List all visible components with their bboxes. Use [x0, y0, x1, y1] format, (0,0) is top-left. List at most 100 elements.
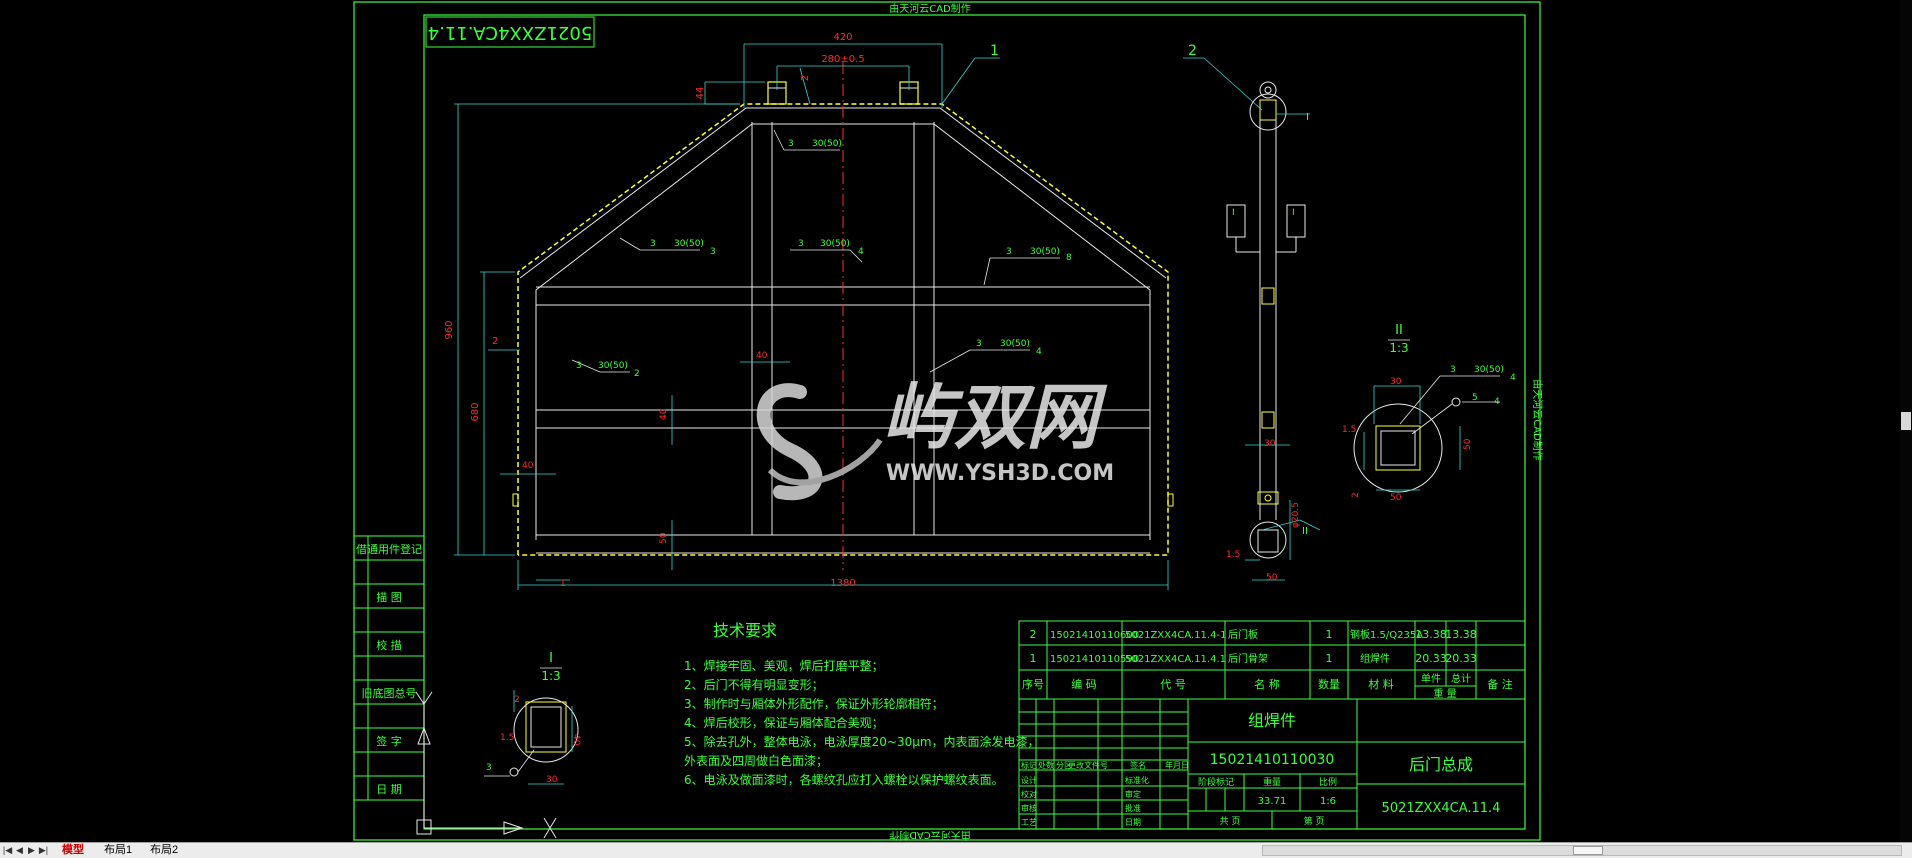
title-drawing-no: 5021ZXX4CA.11.4 — [1382, 801, 1501, 816]
svg-text:4、焊后校形，保证与厢体配合美观；: 4、焊后校形，保证与厢体配合美观； — [684, 715, 884, 730]
svg-text:280±0.5: 280±0.5 — [821, 54, 864, 65]
svg-text:15021410110590: 15021410110590 — [1050, 654, 1139, 665]
svg-text:20.33: 20.33 — [1415, 652, 1447, 665]
drawing-code-box — [425, 16, 595, 48]
svg-text:1: 1 — [560, 579, 566, 589]
svg-text:组焊件: 组焊件 — [1360, 652, 1390, 665]
svg-text:3: 3 — [1006, 247, 1012, 257]
svg-text:40: 40 — [756, 351, 768, 361]
svg-text:3、制作时与厢体外形配作，保证外形轮廓相符；: 3、制作时与厢体外形配作，保证外形轮廓相符； — [684, 696, 944, 711]
horizontal-scrollbar[interactable] — [1262, 845, 1902, 856]
side-tag-c: I — [1232, 208, 1235, 218]
svg-text:13.38: 13.38 — [1415, 628, 1447, 641]
svg-text:1380: 1380 — [830, 578, 855, 589]
title-block — [1018, 698, 1526, 830]
svg-text:1.5: 1.5 — [500, 733, 514, 743]
svg-text:描 图: 描 图 — [376, 590, 402, 604]
svg-text:15021410110600: 15021410110600 — [1050, 630, 1139, 641]
svg-text:比例: 比例 — [1319, 776, 1337, 788]
svg-text:30(50): 30(50) — [674, 239, 704, 249]
svg-text:13.38: 13.38 — [1445, 628, 1477, 641]
tab-layout2[interactable]: 布局2 — [150, 844, 179, 856]
front-view — [512, 62, 1174, 570]
svg-text:4: 4 — [1510, 373, 1516, 383]
svg-text:1、焊接牢固、美观，焊后打磨平整；: 1、焊接牢固、美观，焊后打磨平整； — [684, 658, 884, 673]
svg-text:代 号: 代 号 — [1160, 678, 1186, 691]
svg-text:44: 44 — [695, 87, 706, 100]
section-I — [484, 667, 579, 785]
svg-text:30(50): 30(50) — [1000, 339, 1030, 349]
svg-text:30(50): 30(50) — [598, 361, 628, 371]
svg-text:校对: 校对 — [1021, 789, 1037, 799]
horizontal-scroll-thumb[interactable] — [1573, 846, 1603, 855]
side-tag-b: II — [1302, 526, 1308, 537]
svg-text:材 料: 材 料 — [1368, 677, 1394, 691]
side-view — [1183, 57, 1321, 581]
svg-text:批准: 批准 — [1125, 803, 1141, 813]
next-tab-icon[interactable]: ▶ — [28, 845, 35, 855]
last-tab-icon[interactable]: ▶| — [38, 845, 49, 855]
section-II-scale: 1:3 — [1389, 341, 1408, 355]
tab-model[interactable]: 模型 — [62, 844, 84, 856]
svg-text:标准化: 标准化 — [1125, 775, 1149, 785]
svg-text:设计: 设计 — [1021, 775, 1037, 785]
svg-text:5、除去孔外，整体电泳，电泳厚度20~30μm，内表面涂发电: 5、除去孔外，整体电泳，电泳厚度20~30μm，内表面涂发电漆， — [684, 734, 1040, 749]
svg-text:2: 2 — [634, 369, 640, 379]
svg-text:4: 4 — [1036, 347, 1042, 357]
svg-text:1: 1 — [1326, 652, 1333, 665]
svg-text:钢板1.5/Q235A: 钢板1.5/Q235A — [1350, 628, 1423, 641]
svg-text:5021ZXX4CA.11.4-1: 5021ZXX4CA.11.4-1 — [1125, 630, 1226, 641]
svg-text:重量: 重量 — [1263, 776, 1281, 788]
vertical-scroll-thumb[interactable] — [1901, 412, 1911, 430]
svg-text:50: 50 — [1266, 573, 1278, 583]
layout-tab-bar: |◀ ◀ ▶ ▶| 模型 布局1 布局2 — [0, 842, 1912, 858]
svg-text:标记: 标记 — [1021, 760, 1037, 770]
svg-text:2、后门不得有明显变形；: 2、后门不得有明显变形； — [684, 677, 824, 692]
drawing-code-text: 5021ZXX4CA.11.4 — [428, 22, 593, 43]
svg-text:2: 2 — [492, 336, 498, 347]
svg-text:共 页: 共 页 — [1220, 816, 1241, 827]
svg-text:签 字: 签 字 — [376, 734, 402, 748]
svg-text:8: 8 — [1066, 253, 1072, 263]
svg-text:数量: 数量 — [1318, 678, 1340, 691]
svg-text:20.33: 20.33 — [1445, 652, 1477, 665]
tab-layout1[interactable]: 布局1 — [104, 844, 133, 856]
callout-1: 1 — [990, 43, 999, 59]
front-view-dim-text: 420 280±0.5 44 2 960 680 2 40 40 40 50 1… — [444, 32, 865, 589]
svg-text:重 量: 重 量 — [1433, 687, 1456, 700]
callout-1-leader — [941, 57, 976, 105]
svg-text:后门板: 后门板 — [1228, 628, 1258, 641]
svg-text:3: 3 — [486, 763, 492, 773]
svg-text:3: 3 — [976, 339, 982, 349]
svg-text:2: 2 — [800, 75, 811, 81]
svg-text:分区: 分区 — [1056, 761, 1072, 770]
svg-text:4: 4 — [858, 247, 864, 257]
svg-text:工艺: 工艺 — [1021, 818, 1037, 827]
svg-text:960: 960 — [444, 320, 455, 339]
svg-text:外表面及四周做白色面漆；: 外表面及四周做白色面漆； — [684, 753, 828, 768]
svg-text:2: 2 — [1351, 492, 1361, 498]
svg-text:名 称: 名 称 — [1254, 677, 1280, 691]
vertical-scrollbar[interactable] — [1900, 0, 1912, 842]
first-tab-icon[interactable]: |◀ — [2, 845, 13, 855]
svg-text:1.5: 1.5 — [1226, 550, 1240, 560]
left-stamp-column — [353, 535, 425, 801]
svg-text:30: 30 — [546, 775, 558, 785]
svg-text:总计: 总计 — [1451, 672, 1471, 685]
svg-text:2: 2 — [1030, 628, 1037, 641]
svg-text:680: 680 — [470, 402, 481, 421]
bottom-caption: 由天河云CAD制作 — [889, 829, 971, 842]
svg-text:40: 40 — [522, 461, 534, 471]
svg-text:序号: 序号 — [1022, 677, 1044, 691]
svg-text:6、电泳及做面漆时，各螺纹孔应打入螺栓以保护螺纹表面。: 6、电泳及做面漆时，各螺纹孔应打入螺栓以保护螺纹表面。 — [684, 772, 1004, 787]
svg-text:30(50): 30(50) — [1474, 365, 1504, 375]
svg-text:3: 3 — [576, 361, 582, 371]
svg-text:3: 3 — [798, 239, 804, 249]
svg-text:校 描: 校 描 — [376, 638, 402, 652]
svg-text:单件: 单件 — [1421, 673, 1441, 685]
watermark-cn: 屿双网 — [882, 375, 1108, 459]
prev-tab-icon[interactable]: ◀ — [16, 845, 23, 855]
title-code: 15021410110030 — [1210, 752, 1335, 768]
bom-header: 序号 编 码 代 号 名 称 数量 材 料 单件 总计 重 量 备 注 — [1022, 672, 1513, 700]
